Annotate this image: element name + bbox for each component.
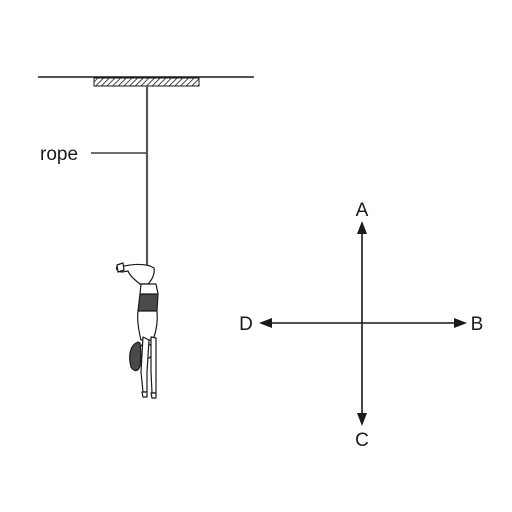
gymnast-torso xyxy=(137,310,158,341)
direction-arrows xyxy=(259,221,467,426)
arrow-right-icon xyxy=(454,318,467,328)
label-a: A xyxy=(356,200,369,221)
gymnast-hips xyxy=(139,283,159,295)
gymnast-foot xyxy=(116,262,125,273)
gymnast-hand-left xyxy=(141,391,148,398)
arrow-down-icon xyxy=(357,413,367,426)
gymnast-arm-left xyxy=(140,336,150,393)
rope-label: rope xyxy=(40,144,78,165)
arrow-up-icon xyxy=(357,221,367,234)
gymnast-figure xyxy=(116,262,159,399)
ceiling xyxy=(38,76,254,87)
arrow-left-icon xyxy=(259,318,272,328)
label-c: C xyxy=(355,430,369,451)
gymnast-shorts xyxy=(137,293,159,312)
gymnast-arm-right xyxy=(150,336,157,394)
label-d: D xyxy=(239,314,253,335)
label-b: B xyxy=(471,314,484,335)
gymnast-legs xyxy=(116,263,155,285)
ceiling-mount xyxy=(93,77,200,87)
gymnast-hair xyxy=(129,341,142,372)
gymnast-hand-right xyxy=(150,392,157,399)
